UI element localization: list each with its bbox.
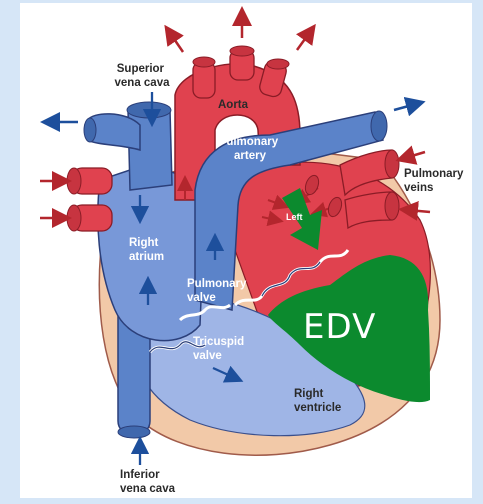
label-left-atrium: Left [286, 212, 303, 222]
edv-text: EDV [303, 307, 376, 347]
label-aorta: Aorta [218, 99, 249, 111]
